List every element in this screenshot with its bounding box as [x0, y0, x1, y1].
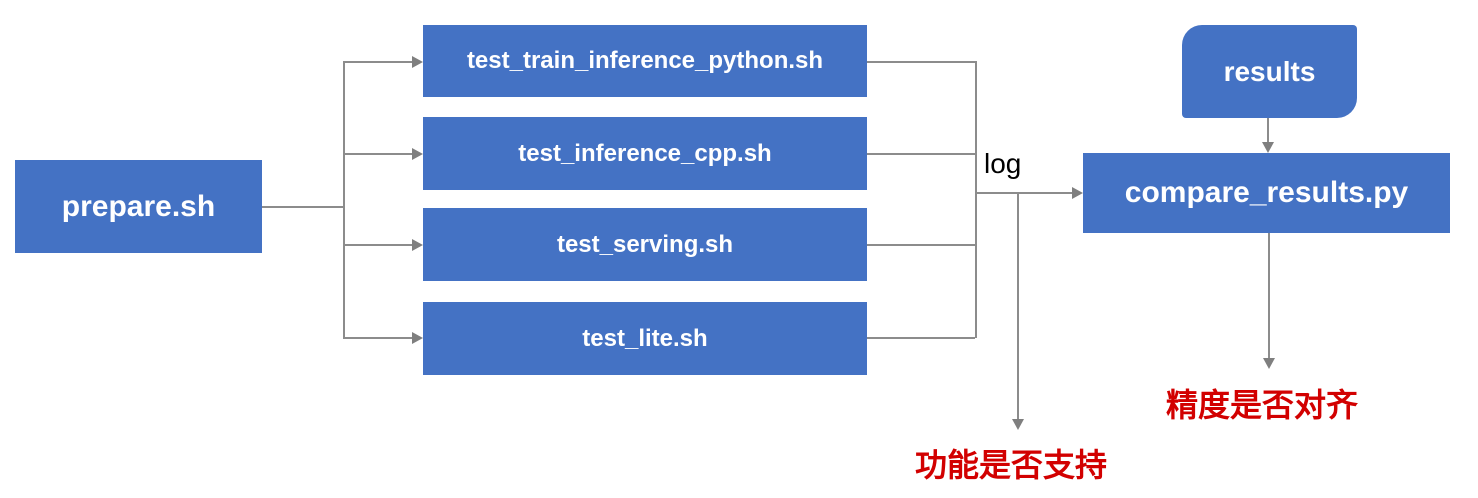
- connector-prepare-out: [262, 206, 343, 208]
- arrowhead-into-test1-icon: [412, 56, 423, 68]
- connector-branch-2: [343, 153, 412, 155]
- connector-log-drop: [1017, 192, 1019, 420]
- connector-branch-1: [343, 61, 412, 63]
- outcome-label-function-support: 功能是否支持: [915, 447, 1108, 483]
- connector-right-collector: [975, 61, 977, 338]
- arrowhead-into-test4-icon: [412, 332, 423, 344]
- connector-branch-3: [343, 244, 412, 246]
- node-test-train-inference-python-sh: test_train_inference_python.sh: [423, 25, 867, 97]
- connector-left-splitter: [343, 61, 345, 338]
- arrowhead-precision-icon: [1263, 358, 1275, 369]
- node-prepare-sh: prepare.sh: [15, 160, 262, 253]
- outcome-label-precision-aligned: 精度是否对齐: [1166, 387, 1359, 423]
- connector-results-to-compare: [1267, 118, 1269, 143]
- edge-label-log: log: [984, 148, 1022, 179]
- arrowhead-into-test2-icon: [412, 148, 423, 160]
- node-compare-results-py: compare_results.py: [1083, 153, 1450, 233]
- connector-test1-out: [867, 61, 975, 63]
- connector-branch-4: [343, 337, 412, 339]
- arrowhead-function-support-icon: [1012, 419, 1024, 430]
- connector-test4-out: [867, 337, 975, 339]
- arrowhead-results-into-compare-icon: [1262, 142, 1274, 153]
- node-results: results: [1182, 25, 1357, 118]
- node-test-lite-sh: test_lite.sh: [423, 302, 867, 375]
- node-test-serving-sh: test_serving.sh: [423, 208, 867, 281]
- connector-log-to-compare: [975, 192, 1073, 194]
- node-test-inference-cpp-sh: test_inference_cpp.sh: [423, 117, 867, 190]
- connector-test3-out: [867, 244, 975, 246]
- arrowhead-into-test3-icon: [412, 239, 423, 251]
- arrowhead-into-compare-icon: [1072, 187, 1083, 199]
- connector-compare-down: [1268, 233, 1270, 359]
- connector-test2-out: [867, 153, 975, 155]
